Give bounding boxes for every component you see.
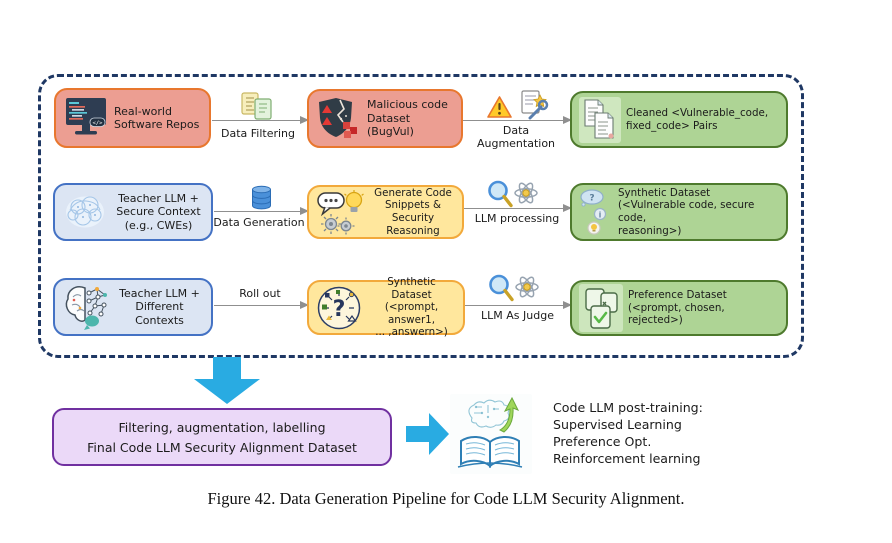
generate-snippets-box: Generate Code Snippets & Security Reason… (307, 185, 464, 239)
label-data-filtering: Data Filtering (220, 127, 295, 140)
warning-triangle-icon (487, 96, 512, 118)
real-world-repos-label: Real-world Software Repos (114, 104, 200, 131)
magnifier-icon (489, 274, 514, 302)
label-roll-out: Roll out (239, 287, 281, 300)
label-data-augmentation: Data Augmentation (476, 124, 556, 150)
malicious-dataset-label: Malicious code Dataset (BugVul) (367, 98, 448, 139)
teacher-contexts-label: Teacher LLM + Different Contexts (119, 286, 200, 327)
generate-snippets-label: Generate Code Snippets & Security Reason… (374, 186, 452, 237)
teacher-brain-icon (62, 191, 108, 233)
real-world-repos-box: </> Real-world Software Repos (54, 88, 211, 148)
post-training-text: Code LLM post-training: Supervised Learn… (553, 400, 703, 467)
broken-shield-icon (316, 96, 362, 142)
arrow-data-augmentation (463, 115, 572, 124)
augment-tools-icon (486, 90, 552, 120)
chat-bulb-gears-icon (316, 189, 366, 235)
filter-documents-icon (238, 92, 276, 121)
magnifier-icon (488, 180, 513, 208)
svg-text:?: ? (333, 297, 346, 322)
synthetic-dataset-box: ? i Synthetic Dataset (<Vulnerable code,… (570, 183, 788, 241)
teacher-secure-label: Teacher LLM + Secure Context (e.g., CWEs… (116, 191, 201, 232)
right-arrow-icon (406, 413, 449, 455)
atom-icon (514, 182, 538, 204)
llm-processing-icons (486, 180, 540, 209)
arrow-data-filtering (212, 115, 309, 124)
preference-dataset-box: Preference Dataset (<prompt, chosen, rej… (570, 280, 788, 336)
llm-judge-icons (487, 274, 541, 303)
final-dataset-line2: Final Code LLM Security Alignment Datase… (87, 439, 357, 455)
label-llm-judge: LLM As Judge (481, 309, 554, 322)
arrow-llm-judge (465, 300, 572, 309)
cleaned-pairs-docs-icon (579, 96, 621, 143)
down-arrow-icon (194, 357, 260, 404)
thought-question-icon: ? i (579, 188, 613, 236)
arrow-roll-out (214, 300, 309, 309)
preference-dataset-label: Preference Dataset (<prompt, chosen, rej… (628, 289, 727, 327)
label-llm-processing: LLM processing (474, 212, 560, 225)
teacher-secure-box: Teacher LLM + Secure Context (e.g., CWEs… (53, 183, 213, 241)
teacher-contexts-box: Teacher LLM + Different Contexts (53, 278, 213, 336)
arrow-data-generation (214, 206, 309, 215)
cleaned-pairs-label: Cleaned <Vulnerable_code, fixed_code> Pa… (626, 106, 769, 132)
database-icon (250, 185, 273, 211)
final-dataset-line1: Filtering, augmentation, labelling (118, 419, 326, 435)
synthetic-dataset-label: Synthetic Dataset (<Vulnerable code, sec… (618, 186, 755, 237)
question-rollout-icon: ? (316, 285, 362, 331)
preference-check-docs-icon (579, 284, 623, 332)
book-ai-icon (450, 394, 532, 478)
svg-text:i: i (599, 211, 602, 220)
svg-text:?: ? (589, 194, 594, 204)
label-data-generation: Data Generation (213, 216, 305, 229)
monitor-code-icon: </> (63, 97, 109, 139)
malicious-dataset-box: Malicious code Dataset (BugVul) (307, 89, 463, 148)
figure-caption: Figure 42. Data Generation Pipeline for … (207, 489, 685, 508)
pipeline-frame (38, 74, 804, 358)
arrow-llm-processing (464, 203, 572, 212)
svg-text:</>: </> (93, 121, 104, 127)
cleaned-pairs-box: Cleaned <Vulnerable_code, fixed_code> Pa… (570, 91, 788, 148)
brain-network-icon (62, 283, 110, 331)
rollout-dataset-label: Synthetic Dataset (<prompt, answer1, ...… (375, 276, 448, 339)
atom-icon (515, 276, 539, 298)
final-dataset-box: Filtering, augmentation, labelling Final… (52, 408, 392, 466)
rollout-dataset-box: ? Synthetic Dataset (<prompt, answer1, .… (307, 276, 465, 338)
